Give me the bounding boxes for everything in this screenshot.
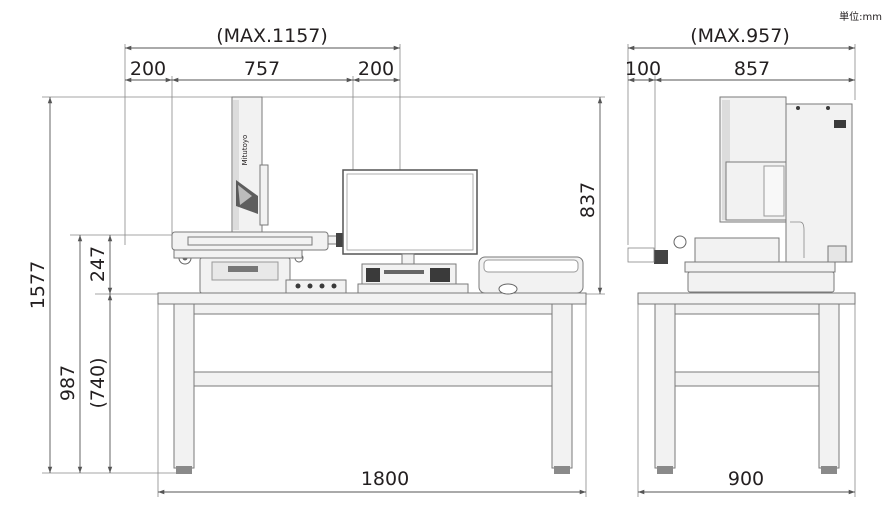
table-depth-label: 900 xyxy=(728,468,764,490)
total-height-label: 1577 xyxy=(27,261,49,309)
max-width-label: (MAX.1157) xyxy=(216,25,328,47)
front-offset-label: 100 xyxy=(625,58,661,80)
measuring-machine-side xyxy=(627,96,853,293)
table-width-label: 1800 xyxy=(361,468,409,490)
front-view: (MAX.1157) 200 757 200 1800 1577 987 (74… xyxy=(27,25,605,497)
side-view: (MAX.957) 100 857 900 xyxy=(625,25,856,497)
right-offset-label: 200 xyxy=(358,58,394,80)
side-extension-lines xyxy=(627,44,856,497)
table-height-alt-label: (740) xyxy=(87,357,109,408)
unit-label: 単位:mm xyxy=(839,10,882,23)
work-table xyxy=(157,292,587,474)
measuring-machine-front: Mitutoyo xyxy=(171,96,401,294)
work-table-side xyxy=(637,292,856,474)
head-height-label: 837 xyxy=(577,182,599,218)
light-source-unit xyxy=(478,256,584,295)
max-depth-label: (MAX.957) xyxy=(690,25,790,47)
brand-logo: Mitutoyo xyxy=(241,135,249,166)
stage-width-label: 757 xyxy=(244,58,280,80)
table-height-label: 987 xyxy=(57,365,79,401)
body-depth-label: 857 xyxy=(734,58,770,80)
stage-height-label: 247 xyxy=(87,246,109,282)
computer-and-keyboard xyxy=(285,263,469,294)
left-offset-label: 200 xyxy=(130,58,166,80)
monitor xyxy=(342,169,478,269)
extension-lines xyxy=(42,44,605,497)
